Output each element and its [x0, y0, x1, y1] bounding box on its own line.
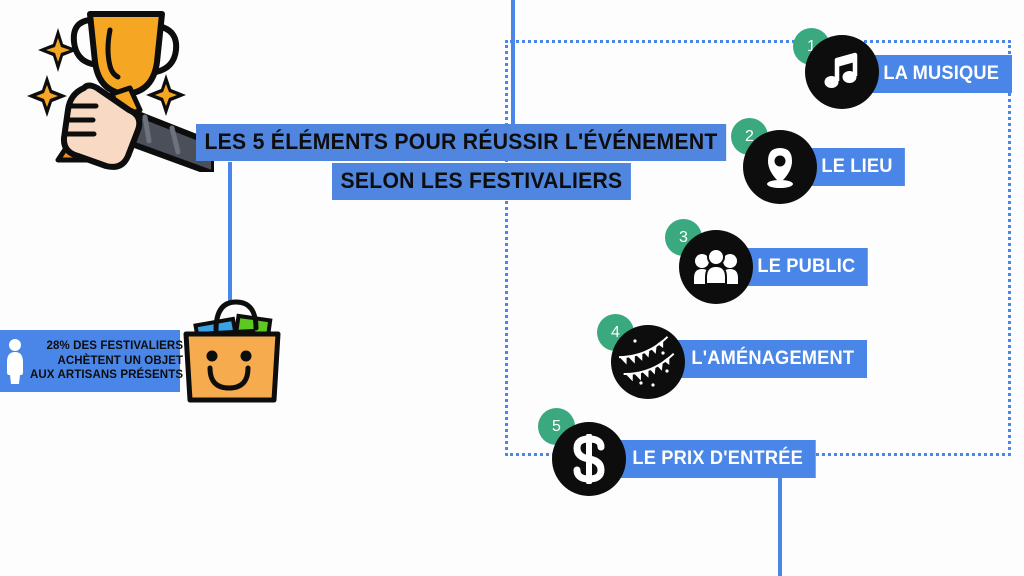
icon-circle-2: [743, 130, 817, 204]
title-line-2: SELON LES FESTIVALIERS: [332, 163, 631, 200]
person-icon: [0, 338, 30, 384]
stat-callout: 28% DES FESTIVALIERS ACHÈTENT UN OBJET A…: [0, 330, 183, 392]
stat-line-3: AUX ARTISANS PRÉSENTS: [30, 369, 184, 382]
trophy-illustration: [14, 2, 214, 172]
badge-label-1: 1: [807, 37, 816, 55]
title-line-2-row: SELON LES FESTIVALIERS: [196, 163, 696, 200]
map-pin-icon: [767, 148, 793, 188]
item-label-2: LE LIEU: [821, 156, 893, 177]
icon-circle-4: [611, 325, 685, 399]
icon-circle-5: [552, 422, 626, 496]
shopping-bag-icon: [183, 299, 281, 403]
bunting-flags-icon: [619, 336, 675, 387]
dollar-sign-icon: [573, 434, 605, 484]
main-title: LES 5 ÉLÉMENTS POUR RÉUSSIR L'ÉVÉNEMENT …: [196, 124, 727, 200]
music-note-icon: [824, 52, 858, 88]
label-band-1[interactable]: LA MUSIQUE: [868, 55, 1012, 93]
title-line-1: LES 5 ÉLÉMENTS POUR RÉUSSIR L'ÉVÉNEMENT: [196, 124, 727, 161]
badge-label-4: 4: [611, 323, 620, 341]
label-band-5[interactable]: LE PRIX D'ENTRÉE: [617, 440, 816, 478]
stat-text-block: 28% DES FESTIVALIERS ACHÈTENT UN OBJET A…: [30, 339, 189, 383]
label-band-4[interactable]: L'AMÉNAGEMENT: [676, 340, 867, 378]
badge-label-2: 2: [745, 127, 754, 145]
trophy-in-hand-icon: [27, 11, 214, 172]
connector-line-title-to-bag: [228, 162, 232, 302]
item-label-4: L'AMÉNAGEMENT: [691, 348, 855, 369]
title-line-1-row: LES 5 ÉLÉMENTS POUR RÉUSSIR L'ÉVÉNEMENT: [196, 124, 727, 161]
label-band-2[interactable]: LE LIEU: [806, 148, 906, 186]
people-group-icon: [694, 248, 738, 285]
stat-line-1: 28% DES FESTIVALIERS: [46, 340, 184, 353]
item-label-1: LA MUSIQUE: [883, 63, 1000, 84]
item-label-5: LE PRIX D'ENTRÉE: [632, 448, 803, 469]
connector-line-top-center: [511, 0, 515, 127]
icon-circle-1: [805, 35, 879, 109]
connector-line-bottom: [778, 478, 782, 576]
stat-line-2: ACHÈTENT UN OBJET: [57, 354, 184, 367]
label-band-3[interactable]: LE PUBLIC: [742, 248, 868, 286]
item-label-3: LE PUBLIC: [757, 256, 856, 277]
icon-circle-3: [679, 230, 753, 304]
badge-label-5: 5: [552, 417, 561, 435]
shopping-bag-illustration: [178, 288, 286, 406]
badge-label-3: 3: [679, 228, 688, 246]
